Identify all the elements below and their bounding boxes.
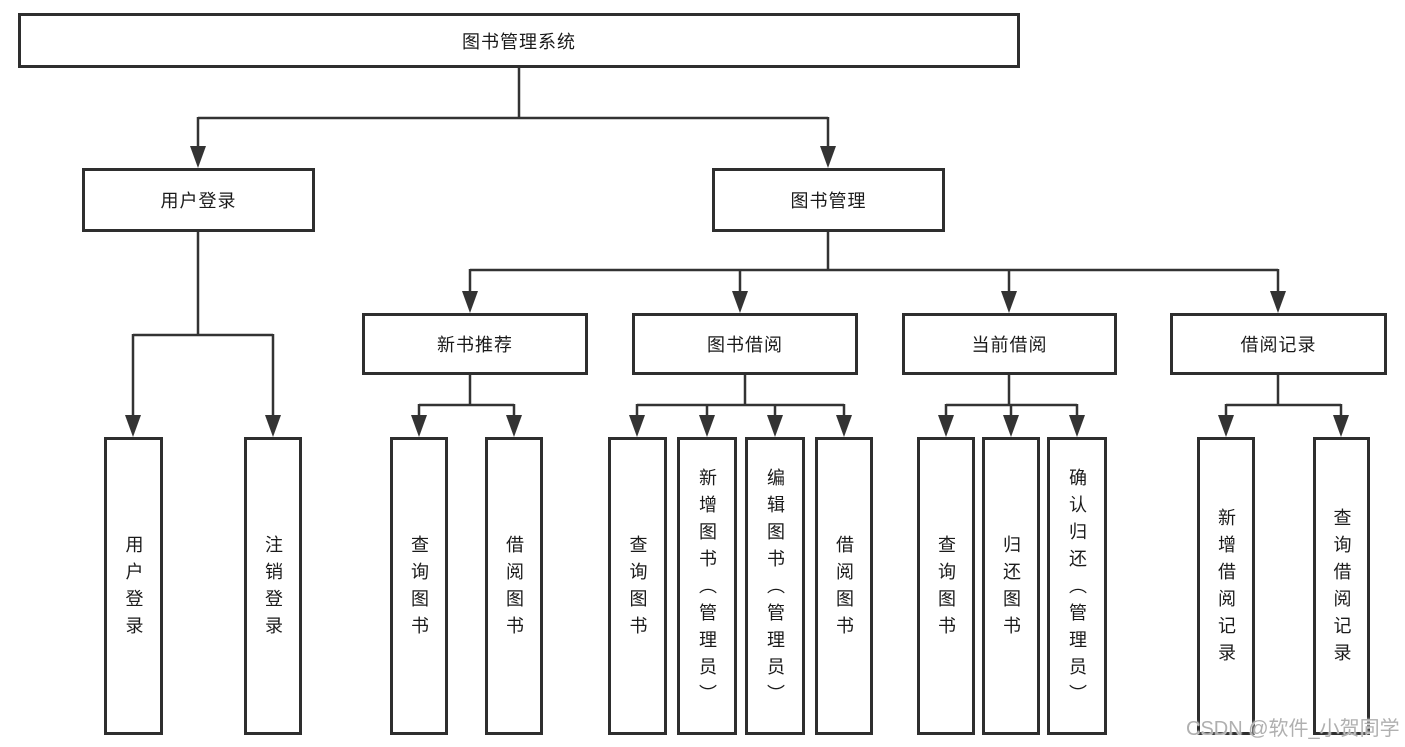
leaf-add-books-admin: 新增图书（管理员） xyxy=(677,437,737,735)
node-borrow-records: 借阅记录 xyxy=(1170,313,1387,375)
leaf-edit-books-admin: 编辑图书（管理员） xyxy=(745,437,805,735)
leaf-confirm-return-admin: 确认归还（管理员） xyxy=(1047,437,1107,735)
leaf-query-books-borrow: 查询图书 xyxy=(608,437,667,735)
leaf-add-borrow-record: 新增借阅记录 xyxy=(1197,437,1255,735)
node-current-borrow: 当前借阅 xyxy=(902,313,1117,375)
leaf-borrow-books: 借阅图书 xyxy=(815,437,873,735)
leaf-user-login: 用户登录 xyxy=(104,437,163,735)
leaf-return-books: 归还图书 xyxy=(982,437,1040,735)
leaf-query-books-recommend: 查询图书 xyxy=(390,437,448,735)
leaf-borrow-books-recommend: 借阅图书 xyxy=(485,437,543,735)
leaf-query-borrow-record: 查询借阅记录 xyxy=(1313,437,1370,735)
node-library-management-system: 图书管理系统 xyxy=(18,13,1020,68)
csdn-watermark: CSDN @软件_小贺同学 xyxy=(1186,718,1400,740)
node-new-book-recommend: 新书推荐 xyxy=(362,313,588,375)
node-user-login: 用户登录 xyxy=(82,168,315,232)
node-book-management: 图书管理 xyxy=(712,168,945,232)
leaf-logout: 注销登录 xyxy=(244,437,302,735)
node-book-borrow: 图书借阅 xyxy=(632,313,858,375)
leaf-query-books-current: 查询图书 xyxy=(917,437,975,735)
